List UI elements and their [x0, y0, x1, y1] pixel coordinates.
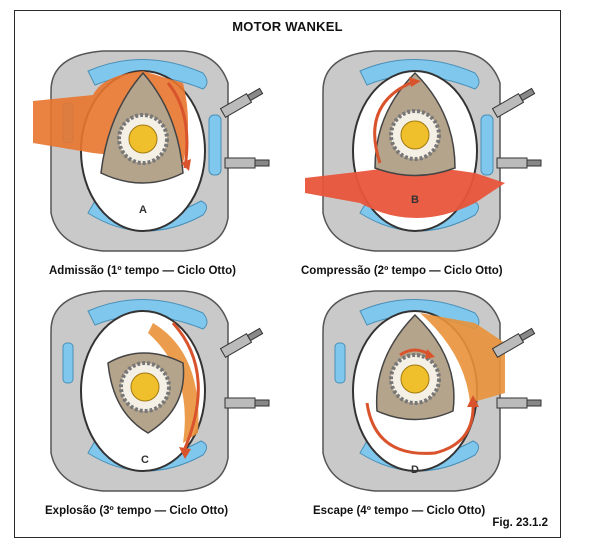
crankshaft-gear — [400, 120, 430, 150]
caption-intake: Admissão (1º tempo — Ciclo Otto) — [49, 265, 236, 277]
wankel-diagram-a: A — [33, 50, 270, 252]
figure-title: MOTOR WANKEL — [232, 19, 343, 34]
crankshaft-gear — [400, 364, 430, 394]
combustion-region — [148, 323, 199, 443]
spark-plug-lower — [224, 157, 270, 169]
spark-plug-upper — [219, 87, 264, 119]
rotation-arrow — [373, 79, 416, 164]
spark-plug-upper — [491, 327, 536, 359]
spark-plug-upper — [219, 327, 264, 359]
rotation-arrow — [171, 321, 200, 454]
wankel-diagram-d: D — [322, 290, 542, 492]
panel-d-exhaust: D Escape (4º tempo — Ciclo Otto) — [305, 283, 555, 517]
compressed-charge — [305, 167, 505, 218]
crankshaft-gear — [128, 124, 158, 154]
caption-compression: Compressão (2º tempo — Ciclo Otto) — [301, 265, 503, 277]
crankshaft-gear — [130, 372, 160, 402]
caption-exhaust: Escape (4º tempo — Ciclo Otto) — [313, 505, 486, 517]
figure-frame: MOTOR WANKEL — [14, 10, 561, 538]
panel-c-explosion: C Explosão (3º tempo — Ciclo Otto) — [33, 283, 283, 517]
coolant-left — [334, 342, 346, 384]
spark-plug-lower — [496, 397, 542, 409]
panel-letter: D — [411, 464, 419, 476]
figure-reference: Fig. 23.1.2 — [492, 517, 548, 529]
panel-letter: B — [411, 194, 419, 206]
coolant-left — [62, 342, 74, 384]
spark-plug-lower — [496, 157, 542, 169]
exhaust-gas — [420, 313, 505, 403]
spark-plug-upper — [491, 87, 536, 119]
coolant-side — [208, 114, 222, 176]
coolant-side — [480, 114, 494, 176]
panel-letter: A — [139, 204, 147, 216]
spark-plug-lower — [224, 397, 270, 409]
panel-a-intake: A Admissão (1º tempo — Ciclo Otto) — [33, 43, 283, 277]
caption-explosion: Explosão (3º tempo — Ciclo Otto) — [45, 505, 229, 517]
wankel-diagram-c: C — [50, 290, 270, 492]
wankel-diagram-b: B — [305, 50, 542, 252]
rotation-arrow — [365, 402, 475, 455]
panel-letter: C — [141, 454, 149, 466]
rotation-arrow — [166, 82, 189, 169]
panel-b-compression: B Compressão (2º tempo — Ciclo Otto) — [301, 43, 555, 277]
